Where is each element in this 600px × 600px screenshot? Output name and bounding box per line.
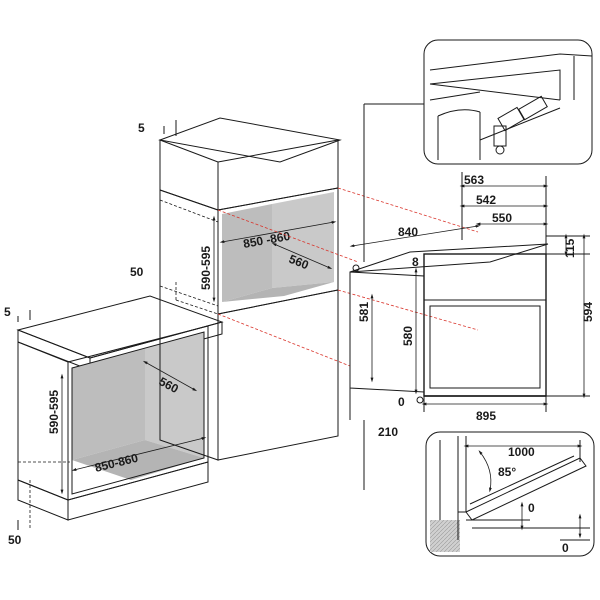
oven-front [423,253,547,397]
panel-height-label: 115 [563,238,577,258]
worktop-section [430,520,460,552]
door-zero-2-label: 0 [562,541,569,555]
offset-210-label: 210 [378,425,398,439]
under-counter-cabinet [16,295,224,530]
oven-depth-563-label: 563 [464,173,484,187]
tall-top-gap-label: 5 [138,121,145,135]
oven-depth-542-label: 542 [476,193,496,207]
height-594-label: 594 [581,302,595,322]
pipe-nut [518,95,548,121]
door-detail-frame [425,431,595,557]
door-opening-detail [425,431,595,557]
plinth-front [67,461,209,521]
bottom-zero-label: 0 [398,395,405,409]
oven-top [349,243,549,273]
tall-top [158,117,342,163]
tall-lower-front [217,289,339,461]
cable-length-label: 840 [398,225,418,239]
pipe-detail-frame [423,39,593,165]
door-angle-label: 85° [498,465,516,479]
height-580-label: 580 [401,326,415,346]
under-height-label: 590-595 [47,390,61,434]
oven-depth-550-label: 550 [492,211,512,225]
worktop-front-left [17,329,91,371]
door-reach-label: 1000 [508,445,535,459]
under-plinth-label: 50 [8,533,22,547]
insertion-guide-lines [217,187,479,367]
tall-cabinet [158,117,342,461]
cavity-left-wall [72,348,145,460]
height-581-label: 581 [357,302,371,322]
tall-height-label: 590-595 [199,246,213,290]
door-zero-1-label: 0 [528,501,535,515]
oven-door-window [429,305,541,389]
under-top-gap-label: 5 [4,305,11,319]
width-895-label: 895 [476,409,496,423]
panel-offset-label: 8 [412,255,419,269]
plinth-side [17,479,69,521]
pipe-connection-detail [423,39,593,165]
tall-plinth-label: 50 [130,265,144,279]
oven-unit [349,103,590,490]
pipe-elbow [497,106,525,132]
open-door [465,457,587,521]
